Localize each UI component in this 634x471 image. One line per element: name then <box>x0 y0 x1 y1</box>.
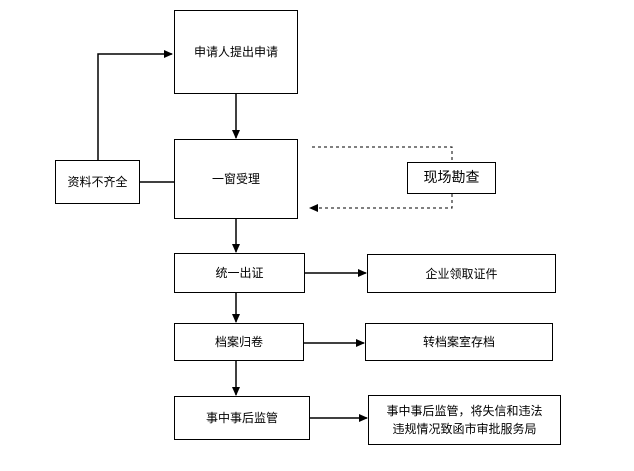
edge-incomplete-to-apply <box>97 50 173 160</box>
edge-survey-to-window <box>309 194 453 212</box>
node-unified-certificate-issue: 统一出证 <box>174 253 305 293</box>
node-label: 事中事后监管 <box>205 411 278 425</box>
edge-window-to-survey <box>312 146 453 162</box>
node-label: 申请人提出申请 <box>193 45 278 59</box>
node-incomplete-materials: 资料不齐全 <box>55 160 140 204</box>
node-label: 资料不齐全 <box>67 175 128 189</box>
node-applicant-submits: 申请人提出申请 <box>174 10 298 94</box>
node-label: 企业领取证件 <box>425 266 498 281</box>
node-single-window-acceptance: 一窗受理 <box>174 139 298 219</box>
node-site-survey: 现场勘查 <box>407 162 496 194</box>
node-label: 一窗受理 <box>211 172 260 186</box>
node-label: 事中事后监管，将失信和违法 违规情况致函市审批服务局 <box>386 404 543 436</box>
node-label: 现场勘查 <box>423 170 480 186</box>
node-label: 档案归卷 <box>214 335 263 349</box>
node-supervision-report-letter: 事中事后监管，将失信和违法 违规情况致函市审批服务局 <box>368 395 561 445</box>
node-label: 统一出证 <box>215 266 264 280</box>
node-transfer-to-archive-room: 转档案室存档 <box>365 323 553 361</box>
node-ongoing-supervision: 事中事后监管 <box>174 396 310 440</box>
node-file-archiving: 档案归卷 <box>174 323 304 361</box>
node-enterprise-receives-certificate: 企业领取证件 <box>367 254 556 293</box>
node-label: 转档案室存档 <box>422 335 495 349</box>
